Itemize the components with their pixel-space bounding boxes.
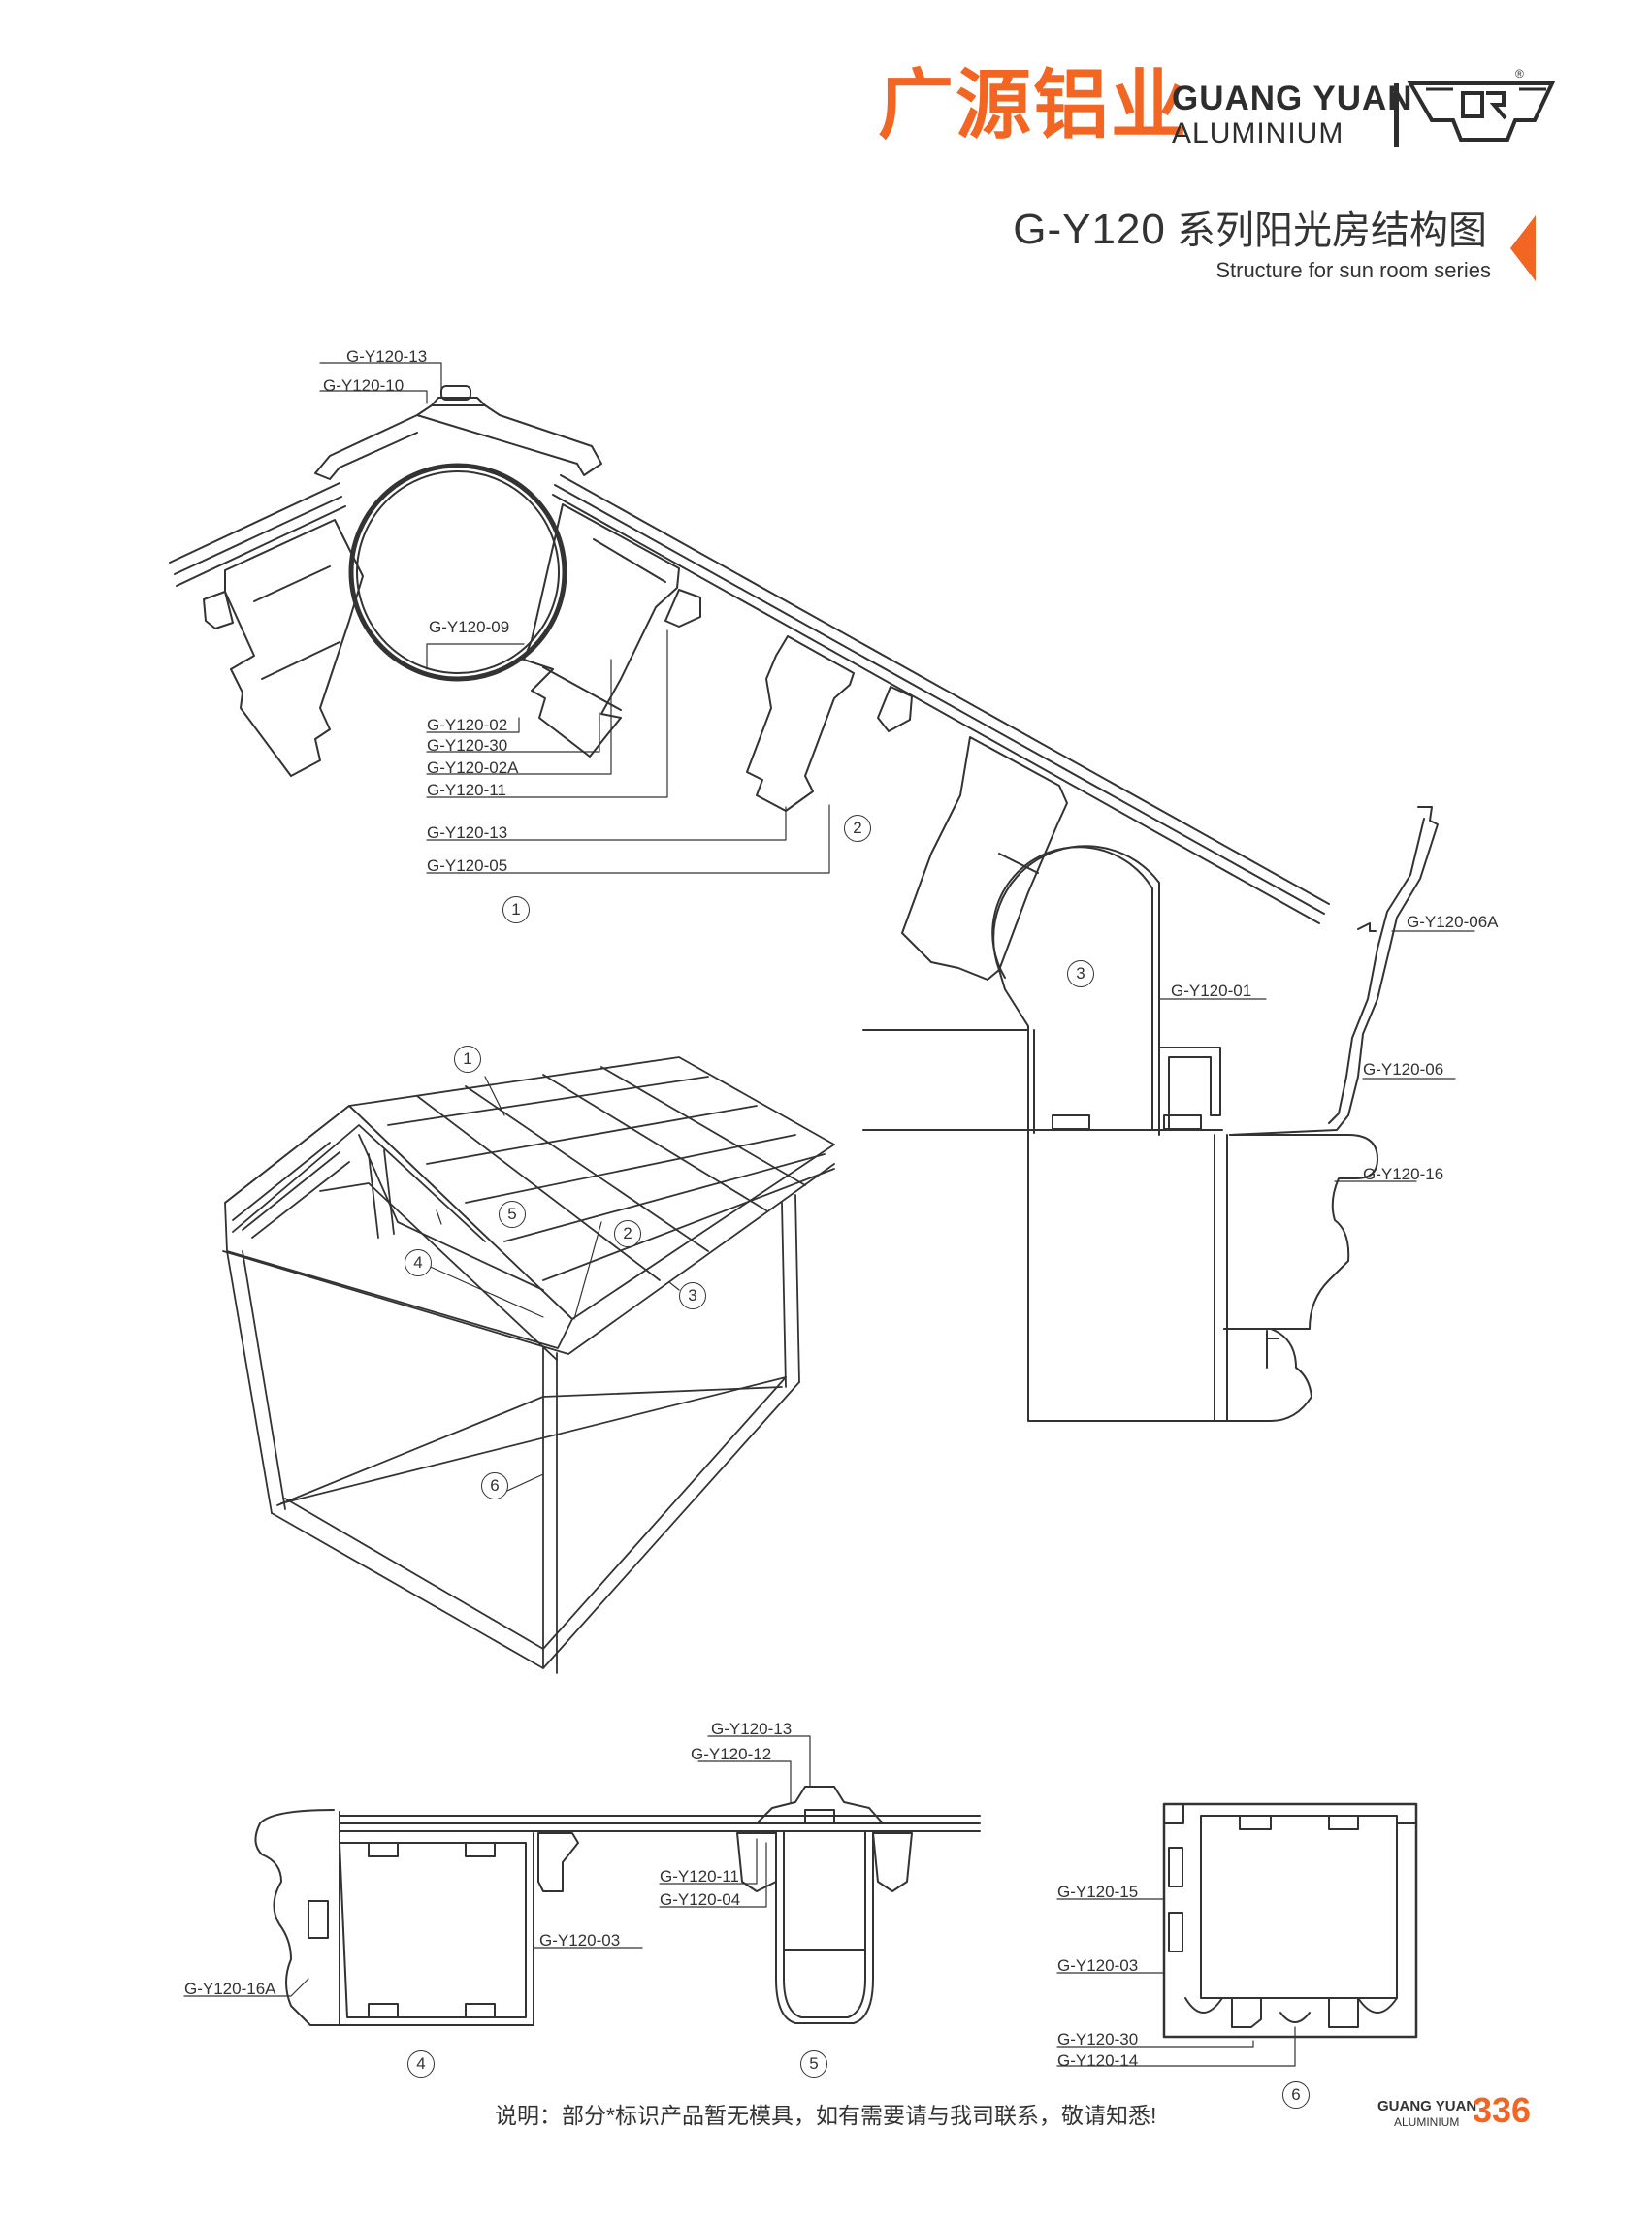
section-marker-3: 3	[1067, 960, 1094, 987]
section-6-profile	[1162, 1802, 1418, 2039]
page-number: 336	[1473, 2090, 1532, 2130]
label-g-y120-04: G-Y120-04	[660, 1890, 741, 1909]
label-g-y120-02a: G-Y120-02A	[427, 758, 519, 777]
brand-divider	[1394, 83, 1399, 147]
section-4-profile	[254, 1809, 981, 2026]
label-g-y120-05: G-Y120-05	[427, 856, 508, 875]
iso-marker-3: 3	[679, 1282, 706, 1309]
page-title: G-Y120 系列阳光房结构图	[1013, 209, 1487, 251]
label-g-y120-16: G-Y120-16	[1363, 1165, 1444, 1183]
label-g-y120-09: G-Y120-09	[429, 618, 510, 636]
iso-marker-6: 6	[481, 1472, 508, 1499]
label-g-y120-10: G-Y120-10	[323, 376, 405, 395]
label-g-y120-12: G-Y120-12	[691, 1745, 772, 1763]
label-g-y120-03-section4: G-Y120-03	[539, 1931, 621, 1950]
title-accent-triangle	[1510, 215, 1536, 281]
label-g-y120-13-bottom: G-Y120-13	[427, 823, 508, 842]
label-g-y120-06: G-Y120-06	[1363, 1060, 1444, 1079]
label-g-y120-01: G-Y120-01	[1171, 982, 1252, 1000]
brand-name-en-line2: ALUMINIUM	[1172, 117, 1344, 149]
isometric-sunroom-view	[222, 1056, 835, 1674]
label-g-y120-11-section5: G-Y120-11	[660, 1867, 739, 1886]
label-g-y120-03-section6: G-Y120-03	[1057, 1956, 1139, 1975]
label-g-y120-30-section6: G-Y120-30	[1057, 2030, 1139, 2048]
registered-mark: ®	[1515, 67, 1524, 81]
section-marker-5: 5	[800, 2050, 827, 2078]
title-cn: 系列阳光房结构图	[1177, 210, 1487, 252]
label-g-y120-16a: G-Y120-16A	[184, 1980, 276, 1998]
section-marker-4: 4	[407, 2050, 435, 2078]
label-g-y120-02: G-Y120-02	[427, 716, 508, 734]
label-g-y120-15: G-Y120-15	[1057, 1883, 1139, 1901]
brand-name-en-line1: GUANG YUAN	[1172, 80, 1413, 117]
leader-lines	[183, 362, 1475, 2067]
section-5-profile	[736, 1786, 913, 2024]
label-g-y120-13-top: G-Y120-13	[346, 347, 428, 366]
label-g-y120-14: G-Y120-14	[1057, 2051, 1139, 2070]
section-1-ridge-profile	[169, 385, 1330, 981]
section-marker-2: 2	[844, 815, 871, 842]
brand-name-cn: 广源铝业	[878, 62, 1189, 149]
iso-marker-5: 5	[499, 1201, 526, 1228]
label-g-y120-11: G-Y120-11	[427, 781, 506, 799]
section-marker-6: 6	[1282, 2081, 1310, 2109]
section-marker-1: 1	[502, 896, 530, 923]
title-series-code: G-Y120	[1013, 206, 1166, 253]
footer-brand-line1: GUANG YUAN	[1377, 2098, 1477, 2114]
label-g-y120-30: G-Y120-30	[427, 736, 508, 755]
page-subtitle: Structure for sun room series	[1215, 258, 1491, 282]
iso-marker-4: 4	[405, 1249, 432, 1276]
label-g-y120-13-section5: G-Y120-13	[711, 1720, 793, 1738]
label-g-y120-06a: G-Y120-06A	[1407, 913, 1499, 931]
iso-marker-1: 1	[454, 1046, 481, 1073]
iso-marker-2: 2	[614, 1220, 641, 1247]
gr-logo-icon	[1407, 81, 1556, 142]
section-3-eave-profile	[862, 806, 1439, 1422]
footer-brand-line2: ALUMINIUM	[1394, 2115, 1460, 2129]
footer-note: 说明：部分*标识产品暂无模具，如有需要请与我司联系，敬请知悉!	[495, 2103, 1157, 2128]
